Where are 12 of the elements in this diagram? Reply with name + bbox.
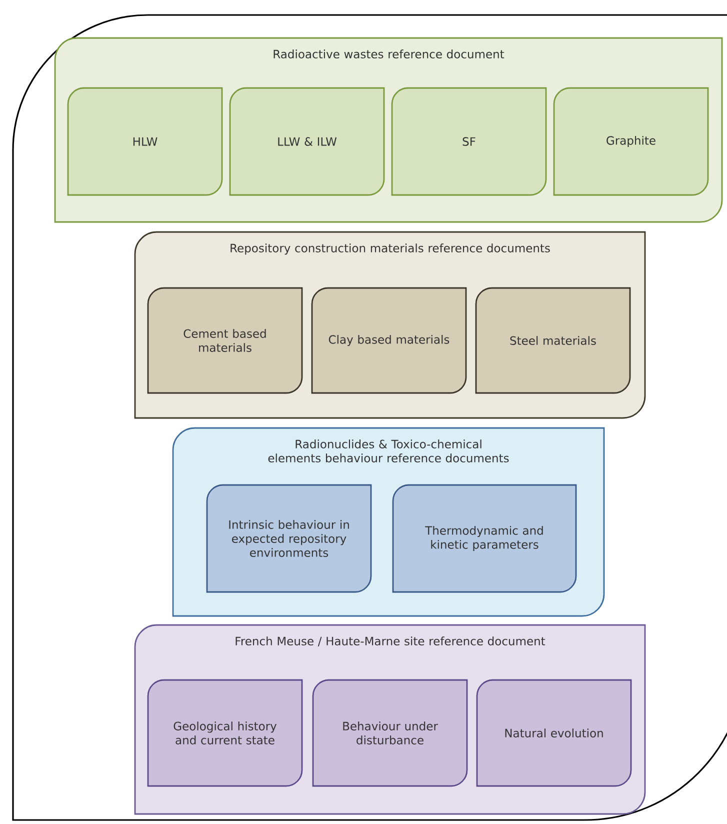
item-box: LLW & ILW [229,87,385,196]
item-box: Intrinsic behaviour in expected repository environments [206,484,372,593]
item-box: Graphite [553,87,709,196]
item-box: Thermodynamic and kinetic parameters [392,484,577,593]
item-box: SF [391,87,547,196]
item-box: Natural evolution [476,679,632,787]
item-box: Steel materials [475,287,631,394]
item-box: Cement based materials [147,287,303,394]
item-box: Clay based materials [311,287,467,394]
item-box: Geological history and current state [147,679,303,787]
item-box: Behaviour under disturbance [312,679,468,787]
item-box: HLW [67,87,223,196]
